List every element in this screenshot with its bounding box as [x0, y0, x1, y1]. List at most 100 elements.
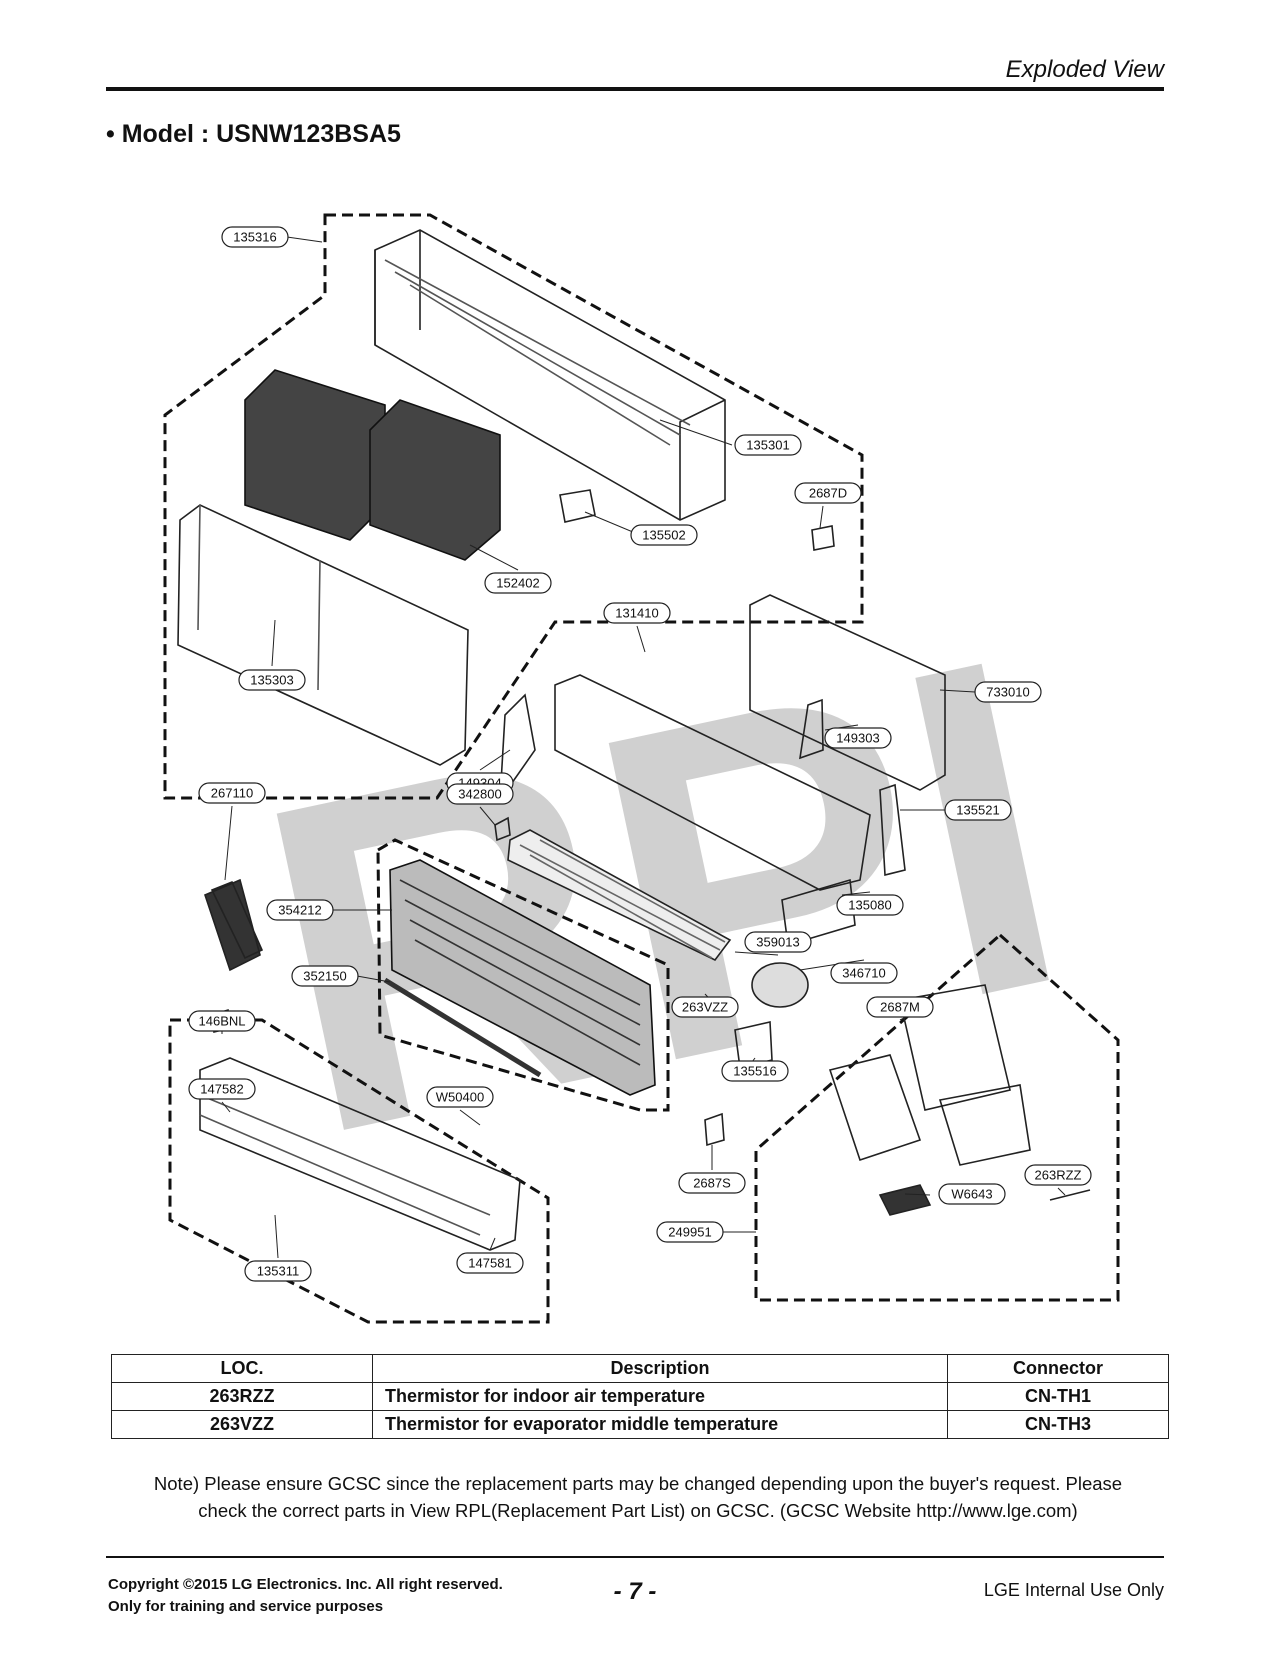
part-number-text: 135303 [250, 672, 293, 687]
outline-control-box [754, 932, 1120, 1302]
part-label-bubble [671, 996, 739, 1018]
fan-blades [519, 839, 726, 959]
part-number-text: 267110 [211, 785, 253, 800]
part-number-text: 249951 [668, 1224, 711, 1239]
part-number-text: W50400 [436, 1089, 484, 1104]
connector-table: LOC. Description Connector 263RZZ Thermi… [111, 1354, 1169, 1439]
part-number-text: 135080 [848, 897, 891, 912]
part-2687s [704, 1112, 725, 1147]
part-label-bubble [836, 894, 904, 916]
description-cell: Thermistor for indoor air temperature [372, 1382, 948, 1411]
connector-cell: CN-TH1 [947, 1382, 1169, 1411]
section-title: Exploded View [1005, 56, 1164, 83]
part-number-text: 131410 [615, 605, 658, 620]
holder-149303 [799, 698, 824, 760]
part-label-bubble [866, 996, 934, 1018]
group-outlines [163, 213, 1120, 1324]
connector-cell: CN-TH3 [947, 1410, 1169, 1439]
part-number-text: 135311 [257, 1263, 299, 1278]
internal-use-text: LGE Internal Use Only [983, 1580, 1164, 1600]
bracket-135502 [559, 489, 596, 523]
table-row: 263RZZ Thermistor for indoor air tempera… [111, 1382, 1169, 1411]
part-number-text: 354212 [278, 902, 321, 917]
model-heading: • Model : USNW123BSA5 [106, 120, 401, 148]
part-number-text: 135516 [733, 1063, 776, 1078]
part-2687d [811, 525, 835, 551]
part-label-bubble [734, 434, 802, 456]
part-label-bubble [244, 1260, 312, 1282]
part-label-bubble [238, 669, 306, 691]
part-label-bubble [198, 782, 266, 804]
footer-copyright-block: Copyright ©2015 LG Electronics. Inc. All… [108, 1574, 503, 1618]
part-label-bubble [188, 1078, 256, 1100]
part-label-733010: 733010 [974, 681, 1042, 703]
copyright-text: Copyright ©2015 LG Electronics. Inc. All… [108, 1576, 503, 1593]
part-label-bubble [656, 1221, 724, 1243]
part-label-2687d: 2687D [794, 482, 862, 504]
part-label-bubble [188, 1010, 256, 1032]
part-number-text: 135502 [642, 527, 685, 542]
part-label-135301: 135301 [734, 434, 802, 456]
table-row: 263VZZ Thermistor for evaporator middle … [111, 1410, 1169, 1439]
part-label-147582: 147582 [188, 1078, 256, 1100]
part-label-346710: 346710 [830, 962, 898, 984]
part-label-bubble [944, 799, 1012, 821]
part-label-bubble [721, 1060, 789, 1082]
part-label-bubble [291, 965, 359, 987]
part-label-bubble [974, 681, 1042, 703]
footer-rule [106, 1556, 1164, 1558]
part-label-354212: 354212 [266, 899, 334, 921]
drain-hose-352150 [383, 977, 542, 1078]
part-number-text: 352150 [303, 968, 346, 983]
table-header-row: LOC. Description Connector [111, 1354, 1169, 1383]
part-label-135316: 135316 [221, 226, 289, 248]
part-number-text: W6643 [951, 1186, 992, 1201]
part-label-359013: 359013 [744, 931, 812, 953]
part-label-bubble [1024, 1164, 1092, 1186]
part-label-bubble [266, 899, 334, 921]
outline-evaporator [376, 838, 670, 1112]
part-drawings [177, 229, 1091, 1251]
louver-vanes [199, 1094, 491, 1236]
part-number-text: 263RZZ [1035, 1167, 1082, 1182]
part-number-text: 146BNL [199, 1013, 246, 1028]
part-number-text: 2687M [880, 999, 920, 1014]
part-label-bubble [744, 931, 812, 953]
part-number-text: 135301 [746, 437, 789, 452]
training-purpose-text: Only for training and service purposes [108, 1598, 384, 1615]
column-header-description: Description [372, 1354, 948, 1383]
part-label-bubble [456, 1252, 524, 1274]
part-label-bubble [824, 727, 892, 749]
side-holder-149304 [499, 693, 536, 803]
part-number-text: 263VZZ [682, 999, 728, 1014]
note-line-2: check the correct parts in View RPL(Repl… [198, 1500, 1078, 1521]
exploded-view-diagram: RPI [0, 190, 1270, 1340]
part-label-w50400: W50400 [426, 1086, 494, 1108]
fan-motor [751, 962, 809, 1008]
part-label-147581: 147581 [456, 1252, 524, 1274]
main-pcb [899, 984, 1011, 1111]
bearing-342800 [494, 816, 511, 842]
part-label-w6643: W6643 [938, 1183, 1006, 1205]
part-number-text: 733010 [986, 684, 1029, 699]
part-label-2687s: 2687S [678, 1172, 746, 1194]
part-number-text: 2687S [693, 1175, 731, 1190]
filter-right [369, 399, 501, 561]
part-label-152402: 152402 [484, 572, 552, 594]
part-number-text: 147581 [468, 1255, 511, 1270]
part-label-249951: 249951 [656, 1221, 724, 1243]
part-label-bubble [794, 482, 862, 504]
part-number-text: 149303 [836, 730, 879, 745]
holder-135521 [879, 783, 906, 877]
header-rule [106, 87, 1164, 91]
outline-front-grille [163, 213, 864, 800]
part-number-text: 346710 [842, 965, 885, 980]
part-label-267110: 267110 [198, 782, 266, 804]
part-number-text: 135521 [956, 802, 999, 817]
part-label-135502: 135502 [630, 524, 698, 546]
chassis-grille-lines [384, 259, 691, 446]
part-label-342800: 342800 [446, 783, 514, 805]
part-label-149303: 149303 [824, 727, 892, 749]
part-label-2687m: 2687M [866, 996, 934, 1018]
part-number-text: 152402 [496, 575, 539, 590]
